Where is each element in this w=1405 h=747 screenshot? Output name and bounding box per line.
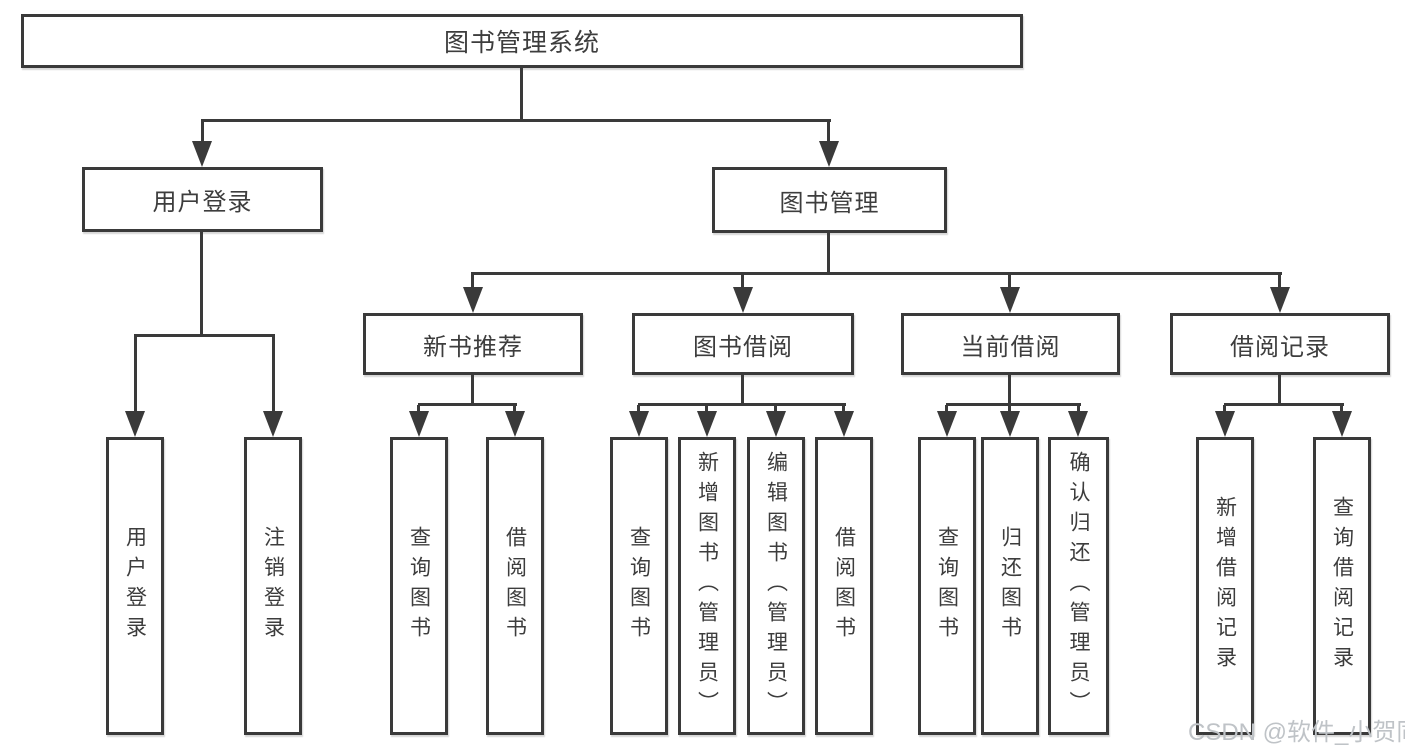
- connector-drop-a2: [513, 405, 516, 412]
- node-label: 图书管理: [779, 189, 880, 217]
- node-label: 新增借阅记录: [1213, 496, 1237, 676]
- arrowhead-c3: [1068, 411, 1088, 437]
- node-label: 查询图书: [407, 526, 431, 646]
- connector-drop-logout: [272, 336, 275, 412]
- node-label: 借阅图书: [832, 526, 856, 646]
- node-label: 图书管理系统: [443, 29, 600, 57]
- connector-drop-d1: [1223, 405, 1226, 412]
- arrowhead-book-borrow: [733, 287, 753, 313]
- arrowhead-b4: [834, 411, 854, 437]
- node-label: 借阅图书: [503, 526, 527, 646]
- node-user-login-leaf: 用户登录: [106, 437, 164, 735]
- node-current-borrowing: 当前借阅: [901, 313, 1120, 375]
- node-add-borrow-record: 新增借阅记录: [1196, 437, 1254, 735]
- arrowhead-current-borrow: [1000, 287, 1020, 313]
- node-query-books-b: 查询图书: [610, 437, 668, 735]
- connector-root-stem: [520, 67, 523, 120]
- csdn-watermark: CSDN @软件_小贺同学: [1188, 719, 1405, 746]
- arrowhead-b2: [697, 411, 717, 437]
- connector-drop-c3: [1077, 405, 1080, 412]
- connector-level2-rail: [201, 119, 831, 122]
- connector-book-borrow-stem: [741, 374, 744, 405]
- node-label: 查询图书: [627, 526, 651, 646]
- connector-drop-a1: [417, 405, 420, 412]
- connector-drop-b1: [637, 405, 640, 412]
- connector-borrow-records-stem: [1278, 374, 1281, 405]
- connector-user-login-stem: [200, 231, 203, 337]
- arrowhead-logout: [263, 411, 283, 437]
- node-borrow-books-b: 借阅图书: [815, 437, 873, 735]
- arrowhead-d2: [1332, 411, 1352, 437]
- arrowhead-a1: [409, 411, 429, 437]
- connector-user-login-rail: [134, 334, 275, 337]
- node-logout: 注销登录: [244, 437, 302, 735]
- connector-current-borrow-stem: [1008, 374, 1011, 405]
- node-book-management: 图书管理: [712, 167, 947, 233]
- node-confirm-return-admin: 确认归还（管理员）: [1048, 437, 1109, 735]
- node-return-books: 归还图书: [981, 437, 1039, 735]
- node-label: 新增图书（管理员）: [695, 451, 719, 721]
- node-label: 图书借阅: [693, 333, 793, 361]
- connector-drop-book-borrow: [741, 274, 744, 288]
- connector-book-borrow-rail: [638, 403, 846, 406]
- connector-drop-user-login: [201, 120, 204, 141]
- node-label: 编辑图书（管理员）: [764, 451, 788, 721]
- node-query-borrow-record: 查询借阅记录: [1313, 437, 1371, 735]
- node-new-book-recommend: 新书推荐: [363, 313, 583, 375]
- node-add-books-admin: 新增图书（管理员）: [678, 437, 736, 735]
- connector-drop-current-borrow: [1008, 274, 1011, 288]
- arrowhead-b3: [766, 411, 786, 437]
- connector-current-borrow-rail: [946, 403, 1081, 406]
- node-query-books-c: 查询图书: [918, 437, 976, 735]
- connector-drop-b2: [705, 405, 708, 412]
- node-borrowing-records: 借阅记录: [1170, 313, 1390, 375]
- node-label: 用户登录: [152, 189, 253, 216]
- node-query-books-a: 查询图书: [390, 437, 448, 735]
- arrowhead-borrow-records: [1270, 287, 1290, 313]
- connector-drop-c1: [945, 405, 948, 412]
- arrowhead-book-mgmt: [819, 141, 839, 167]
- node-label: 查询借阅记录: [1330, 496, 1354, 676]
- connector-drop-b4: [842, 405, 845, 412]
- connector-new-book-rec-rail: [418, 403, 517, 406]
- connector-drop-book-mgmt: [827, 120, 830, 141]
- arrowhead-new-book-rec: [463, 287, 483, 313]
- node-label: 注销登录: [261, 526, 285, 646]
- arrowhead-user-login: [192, 141, 212, 167]
- arrowhead-c2: [1000, 411, 1020, 437]
- node-borrow-books-a: 借阅图书: [486, 437, 544, 735]
- connector-drop-new-book-rec: [471, 274, 474, 288]
- arrowhead-c1: [937, 411, 957, 437]
- node-user-login: 用户登录: [82, 167, 323, 232]
- node-label: 当前借阅: [960, 333, 1061, 361]
- node-library-management-system: 图书管理系统: [21, 14, 1023, 68]
- node-label: 用户登录: [123, 526, 147, 646]
- connector-drop-login: [134, 336, 137, 412]
- connector-drop-c2: [1008, 405, 1011, 412]
- node-label: 借阅记录: [1230, 333, 1330, 361]
- connector-drop-b3: [774, 405, 777, 412]
- arrowhead-login: [125, 411, 145, 437]
- connector-borrow-records-rail: [1224, 403, 1344, 406]
- node-label: 查询图书: [935, 526, 959, 646]
- connector-drop-borrow-records: [1278, 274, 1281, 288]
- arrowhead-d1: [1215, 411, 1235, 437]
- connector-drop-d2: [1340, 405, 1343, 412]
- connector-new-book-rec-stem: [471, 374, 474, 405]
- arrowhead-a2: [505, 411, 525, 437]
- arrowhead-b1: [629, 411, 649, 437]
- connector-book-mgmt-stem: [827, 232, 830, 274]
- node-label: 归还图书: [998, 526, 1022, 646]
- connector-level3-rail: [471, 272, 1282, 275]
- node-label: 确认归还（管理员）: [1067, 451, 1090, 721]
- node-book-borrowing: 图书借阅: [632, 313, 854, 375]
- node-edit-books-admin: 编辑图书（管理员）: [747, 437, 805, 735]
- node-label: 新书推荐: [423, 333, 523, 361]
